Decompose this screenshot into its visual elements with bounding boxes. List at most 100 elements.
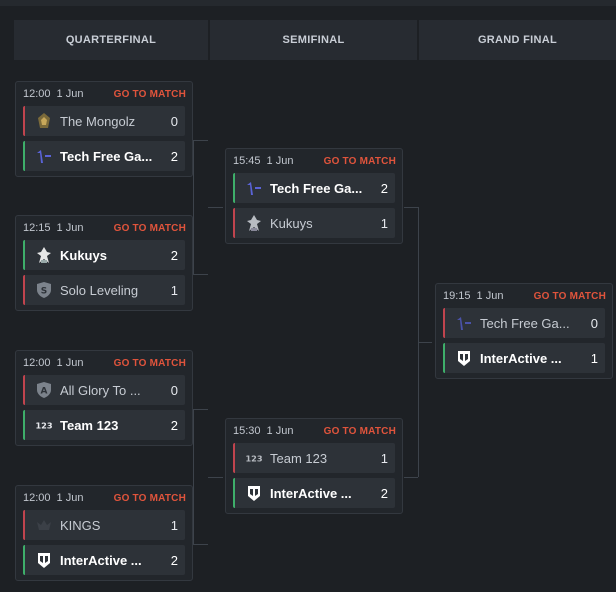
team-row[interactable]: Tech Free Ga... 2 [233,173,395,203]
match-time: 19:15 [443,290,471,302]
match-card-sf1[interactable]: 15:45 1 Jun GO TO MATCH Tech Free Ga... 2… [225,148,403,244]
match-date: 1 Jun [56,88,84,100]
tech-free-logo-icon [245,179,263,197]
team-name: Kukuys [270,215,313,231]
match-time: 12:00 [23,492,51,504]
match-header: 12:15 1 Jun GO TO MATCH [16,216,192,240]
interactive-logo-icon [245,484,263,502]
team-score: 0 [170,113,178,129]
tech-free-logo-icon [35,147,53,165]
match-card-grand-final[interactable]: 19:15 1 Jun GO TO MATCH Tech Free Ga... 0… [435,283,613,379]
team-name: All Glory To ... [60,382,141,398]
team-name: Solo Leveling [60,282,139,298]
match-header: 15:45 1 Jun GO TO MATCH [226,149,402,173]
go-to-match-link[interactable]: GO TO MATCH [533,290,606,302]
team-row[interactable]: The Mongolz 0 [23,106,185,136]
connector-line [193,409,208,410]
connector-line [193,140,208,141]
team-name: InterActive ... [60,552,142,568]
team-name: Team 123 [270,450,328,466]
tech-free-logo-icon [455,314,473,332]
connector-line [193,544,208,545]
match-date: 1 Jun [476,290,504,302]
team-score: 1 [380,450,388,466]
all-glory-shield-icon: A [35,381,53,399]
team-name: Tech Free Ga... [270,180,363,196]
team-score: 2 [170,552,178,568]
go-to-match-link[interactable]: GO TO MATCH [113,88,186,100]
team-row[interactable]: A All Glory To ... 0 [23,375,185,405]
match-card-qf4[interactable]: 12:00 1 Jun GO TO MATCH KINGS 1 InterActi… [15,485,193,581]
go-to-match-link[interactable]: GO TO MATCH [113,492,186,504]
solo-leveling-shield-icon: S [35,281,53,299]
connector-line [193,274,208,275]
team-score: 2 [380,180,388,196]
column-header-quarterfinal: QUARTERFINAL [14,20,208,60]
connector-line [193,140,194,274]
go-to-match-link[interactable]: GO TO MATCH [113,357,186,369]
team-score: 1 [590,350,598,366]
team-name: InterActive ... [270,485,352,501]
team-name: Tech Free Ga... [480,315,570,331]
team-row[interactable]: InterActive ... 2 [233,478,395,508]
interactive-logo-icon [455,349,473,367]
match-header: 12:00 1 Jun GO TO MATCH [16,351,192,375]
go-to-match-link[interactable]: GO TO MATCH [323,425,396,437]
team-score: 2 [380,485,388,501]
team-row[interactable]: 123 Team 123 1 [233,443,395,473]
mongolz-logo-icon [35,112,53,130]
match-time: 12:15 [23,222,51,234]
team-name: The Mongolz [60,113,136,129]
connector-line [208,477,223,478]
team-row[interactable]: InterActive ... 2 [23,545,185,575]
connector-line [404,207,418,208]
team-name: InterActive ... [480,350,562,366]
team-score: 1 [170,282,178,298]
go-to-match-link[interactable]: GO TO MATCH [113,222,186,234]
match-header: 19:15 1 Jun GO TO MATCH [436,284,612,308]
match-time: 12:00 [23,357,51,369]
team-score: 2 [170,417,178,433]
match-date: 1 Jun [56,357,84,369]
svg-text:123: 123 [35,420,52,430]
team-score: 0 [170,382,178,398]
connector-line [418,342,432,343]
connector-line [193,409,194,544]
team-row[interactable]: Tech Free Ga... 0 [443,308,605,338]
svg-text:S: S [41,287,47,297]
match-card-qf3[interactable]: 12:00 1 Jun GO TO MATCH A All Glory To ..… [15,350,193,446]
team-row[interactable]: Kukuys 1 [233,208,395,238]
match-header: 12:00 1 Jun GO TO MATCH [16,486,192,510]
team-score: 2 [170,247,178,263]
connector-line [404,477,418,478]
column-header-semifinal: SEMIFINAL [210,20,417,60]
team-score: 1 [380,215,388,231]
match-date: 1 Jun [56,222,84,234]
go-to-match-link[interactable]: GO TO MATCH [323,155,396,167]
team-score: 2 [170,148,178,164]
team-row[interactable]: S Solo Leveling 1 [23,275,185,305]
team-row[interactable]: KINGS 1 [23,510,185,540]
team-score: 1 [170,517,178,533]
team-row[interactable]: InterActive ... 1 [443,343,605,373]
team-score: 0 [590,315,598,331]
team-name: KINGS [60,517,101,533]
interactive-logo-icon [35,551,53,569]
kukuys-logo-icon [245,214,263,232]
team-row[interactable]: Tech Free Ga... 2 [23,141,185,171]
column-header-grand-final: GRAND FINAL [419,20,616,60]
kings-logo-icon [35,516,53,534]
match-card-qf2[interactable]: 12:15 1 Jun GO TO MATCH Kukuys 2 S Solo L… [15,215,193,311]
team-123-logo-icon: 123 [245,449,263,467]
team-row[interactable]: 123 Team 123 2 [23,410,185,440]
team-row[interactable]: Kukuys 2 [23,240,185,270]
top-strip [0,0,616,6]
match-date: 1 Jun [56,492,84,504]
match-time: 15:45 [233,155,261,167]
match-date: 1 Jun [266,425,294,437]
match-date: 1 Jun [266,155,294,167]
